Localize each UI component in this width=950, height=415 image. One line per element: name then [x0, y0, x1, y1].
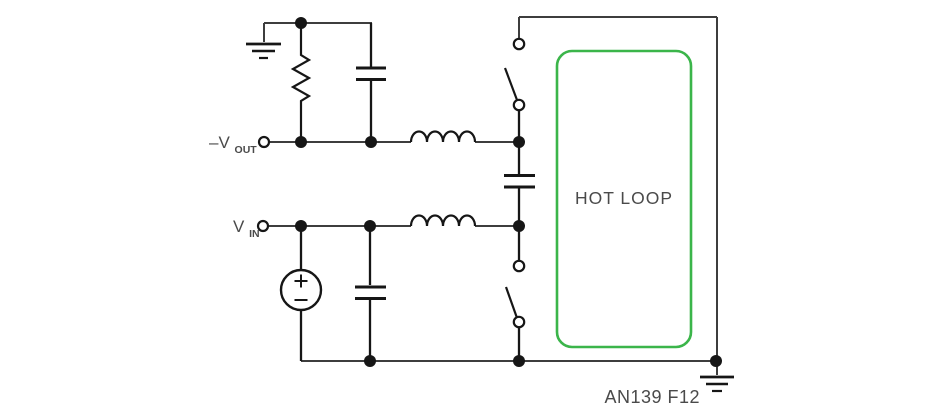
labels: –V OUT V IN HOT LOOP AN139 F12 [209, 133, 700, 407]
hot-loop-capacitor [504, 142, 535, 226]
junction-dot [364, 220, 376, 232]
vout-label: –V OUT [209, 133, 257, 156]
junction-dot [513, 220, 525, 232]
junction-dot [513, 136, 525, 148]
junction-dot [295, 17, 307, 29]
resistor [290, 23, 312, 142]
junction-dot [513, 355, 525, 367]
vin-label-subscript: IN [249, 228, 260, 240]
switch-blade [503, 67, 519, 101]
input-capacitor [355, 226, 386, 361]
junction-dot [710, 355, 722, 367]
vin-label: V IN [233, 217, 260, 240]
switch-top [503, 37, 526, 142]
vin-label-main: V [233, 217, 245, 236]
voltage-source [279, 226, 323, 361]
switch-blade [504, 286, 519, 319]
hot-loop-label: HOT LOOP [575, 188, 673, 208]
figure-caption: AN139 F12 [604, 387, 700, 407]
ground-symbol-left-icon [246, 42, 281, 60]
vin-terminal [256, 219, 270, 233]
junction-dots [295, 17, 722, 367]
switch-bottom [504, 226, 526, 361]
junction-dot [295, 220, 307, 232]
input-inductor [409, 214, 477, 227]
vout-label-main: –V [209, 133, 230, 152]
junction-dot [295, 136, 307, 148]
junction-dot [364, 355, 376, 367]
switch-contact [512, 315, 526, 329]
components [246, 23, 734, 393]
output-inductor [409, 130, 477, 143]
vout-label-subscript: OUT [235, 144, 258, 156]
switch-contact [512, 259, 526, 273]
ground-symbol-right-icon [700, 375, 734, 393]
switch-contact [512, 98, 526, 112]
switch-contact [512, 37, 526, 51]
output-capacitor [356, 23, 386, 142]
junction-dot [365, 136, 377, 148]
vout-terminal [257, 135, 271, 149]
hot-loop-box [555, 49, 693, 349]
